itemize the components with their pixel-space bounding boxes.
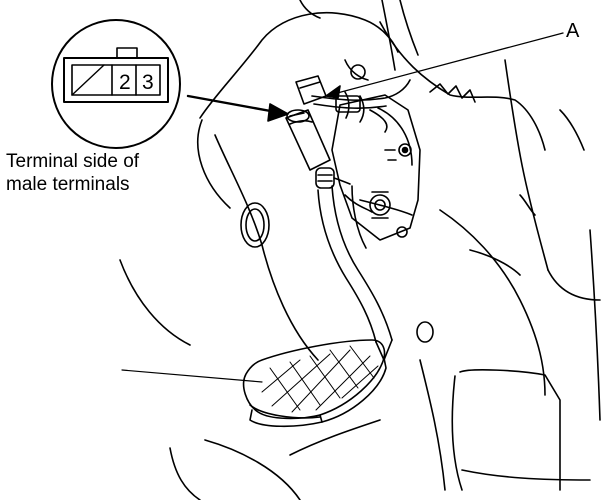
caption-line-1: Terminal side of <box>6 151 140 172</box>
pedal-switch <box>285 109 351 189</box>
pedal-pad <box>242 339 387 428</box>
pin-3-label: 3 <box>142 71 154 94</box>
pedal-bracket <box>331 94 421 241</box>
connector-caption: Terminal side of male terminals <box>6 150 139 196</box>
caption-line-2: male terminals <box>6 174 130 195</box>
callout-a-label: A <box>566 20 580 42</box>
pedal-arm <box>317 185 393 361</box>
callout-a-leader <box>325 32 564 99</box>
connector-inset: 2 3 <box>51 19 181 149</box>
pin-2-label: 2 <box>119 71 131 94</box>
wiring-harness <box>295 75 411 133</box>
background-body-outlines <box>119 0 601 500</box>
pad-leader-line <box>121 369 263 383</box>
view-arrow <box>186 94 289 122</box>
